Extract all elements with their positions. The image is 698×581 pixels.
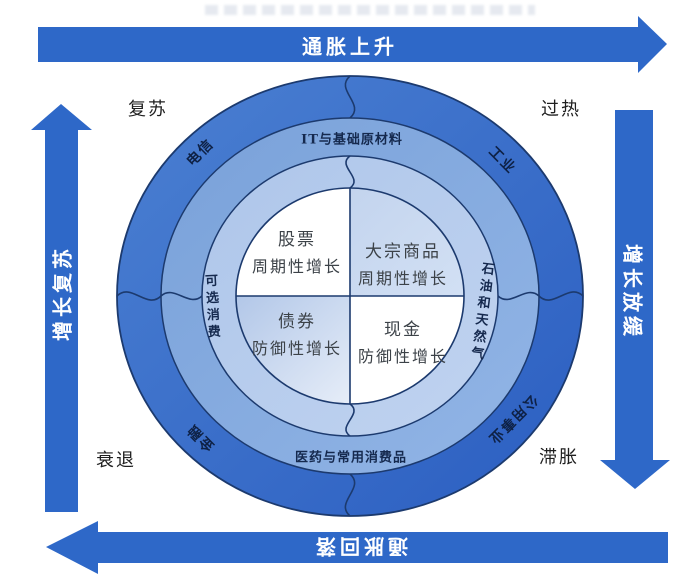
quadrant-bonds-fill — [236, 296, 350, 404]
phase-label-stagflation: 滞胀 — [539, 447, 579, 468]
arrow-label-growth-slowing: 增长放缓 — [620, 244, 645, 340]
arrow-label-growth-recovering: 增长复苏 — [50, 245, 75, 341]
quadrant-commodities-style: 周期性增长 — [357, 269, 449, 288]
phase-label-recession: 衰退 — [96, 450, 136, 471]
quadrant-cash-style: 防御性增长 — [357, 347, 449, 366]
quadrant-bonds-asset: 债券 — [277, 312, 316, 332]
quadrant-commodities-fill — [350, 188, 464, 296]
phase-label-overheat: 过热 — [541, 99, 581, 120]
quadrant-bonds: 债券 防御性增长 — [252, 307, 342, 359]
quadrant-cash: 现金 防御性增长 — [358, 315, 448, 367]
arrow-label-inflation-falling: 通胀回落 — [312, 534, 408, 559]
wave-divider-outer-3 — [538, 291, 584, 301]
quadrant-stocks-asset: 股票 — [277, 230, 316, 250]
wave-divider-outer-12 — [344, 75, 356, 119]
wave-divider-middle-3 — [497, 291, 540, 301]
quadrant-stocks-style: 周期性增长 — [251, 257, 343, 276]
wave-divider-band-6 — [345, 403, 355, 437]
arrow-left-shape — [31, 104, 92, 512]
quadrant-bonds-style: 防御性增长 — [251, 339, 343, 358]
cropped-title-artifact — [205, 5, 535, 15]
quadrant-stocks: 股票 周期性增长 — [252, 225, 342, 277]
phase-label-recovery: 复苏 — [128, 99, 168, 120]
sector-label-pharma-staples: 医药与常用消费品 — [294, 450, 408, 466]
wave-divider-outer-9 — [116, 291, 162, 301]
arrow-bottom-shape — [46, 521, 668, 574]
arrow-right-shape — [600, 110, 670, 489]
quadrant-commodities-asset: 大宗商品 — [364, 242, 441, 262]
quadrant-cash-asset: 现金 — [383, 320, 422, 340]
arrow-label-inflation-rising: 通胀上升 — [302, 34, 398, 59]
sector-label-it-basic-materials: IT与基础原材料 — [301, 132, 403, 148]
wave-divider-middle-9 — [160, 291, 203, 301]
arrow-top-shape — [38, 16, 667, 73]
wave-divider-outer-6 — [344, 473, 356, 517]
wave-divider-band-12 — [345, 155, 355, 189]
quadrant-commodities: 大宗商品 周期性增长 — [358, 237, 448, 289]
